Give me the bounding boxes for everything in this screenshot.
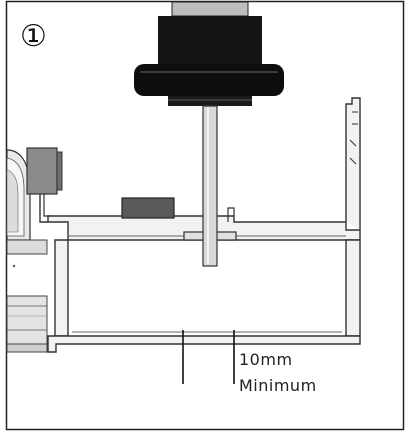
motor-head [134, 1, 284, 106]
dimension-label: Minimum [239, 376, 317, 395]
aluminium-profile [47, 97, 361, 353]
left-mechanism [6, 149, 48, 353]
circled-one-icon: ① [20, 19, 47, 54]
side-bracket [26, 147, 63, 223]
dimension-value: 10mm [239, 350, 293, 369]
drill-shaft [202, 105, 218, 267]
dimension-marker-icon [182, 330, 235, 384]
dark-block [121, 197, 175, 219]
